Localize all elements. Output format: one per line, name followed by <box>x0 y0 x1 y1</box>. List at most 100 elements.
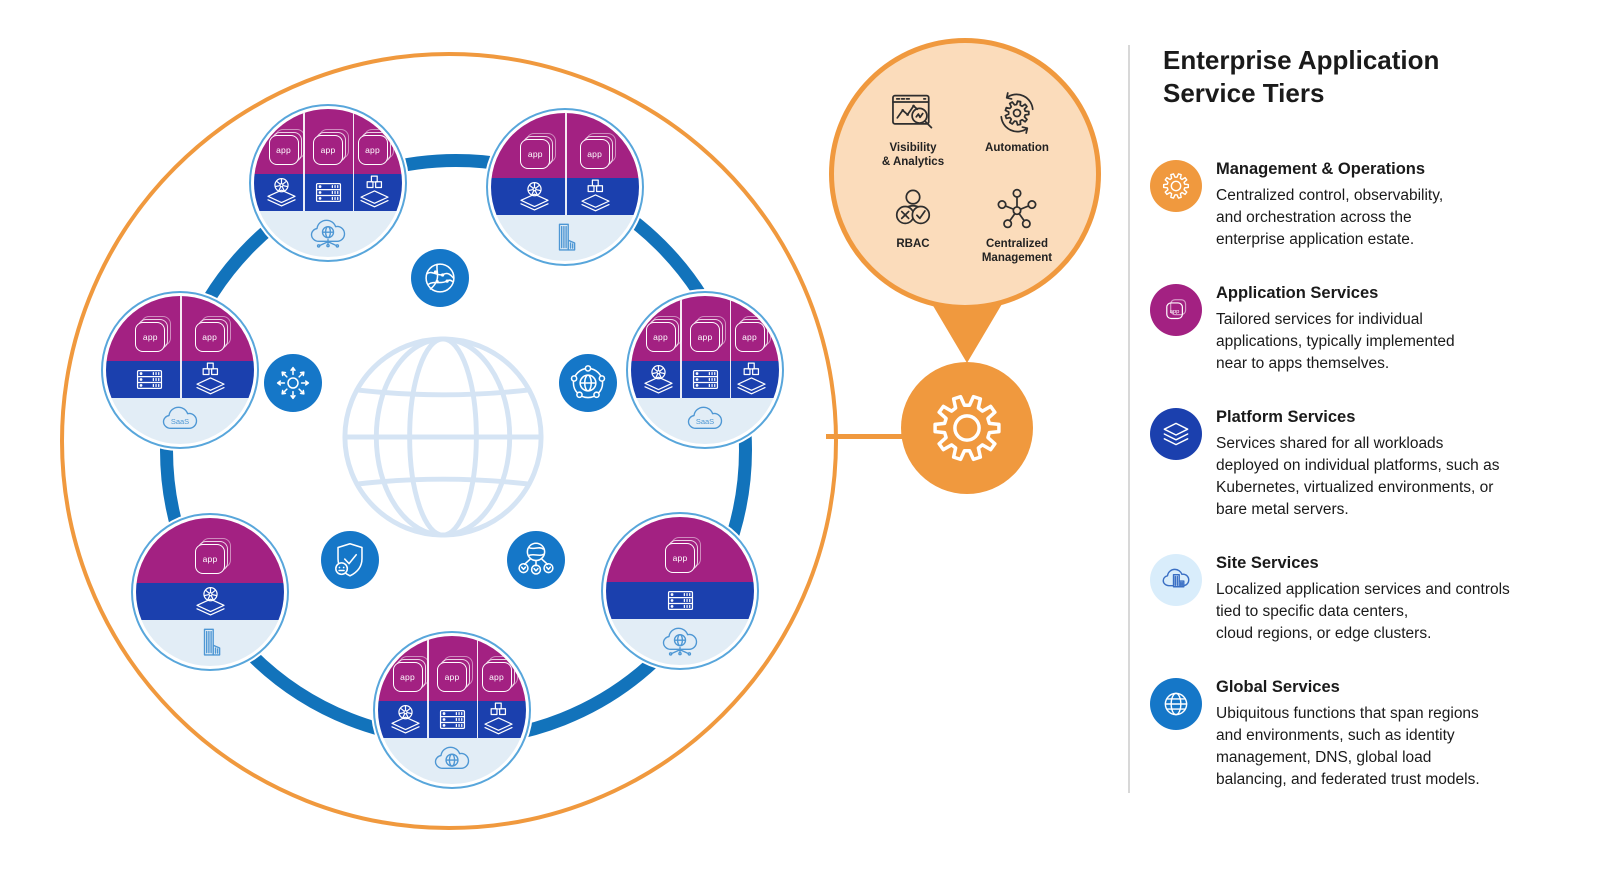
containers-icon <box>577 178 614 215</box>
management-gear-badge <box>901 362 1033 494</box>
gear-icon <box>1150 160 1202 212</box>
app-icon: app <box>313 128 349 165</box>
app-icon: app <box>357 128 394 165</box>
building-icon <box>543 216 587 260</box>
saas-icon: SaaS <box>158 399 202 443</box>
globe-icon <box>1150 678 1202 730</box>
callout-connector-line <box>826 434 906 439</box>
site-tier-band <box>491 215 639 261</box>
site-tier-band <box>606 619 754 665</box>
legend-item-description: Ubiquitous functions that span regions a… <box>1216 705 1480 788</box>
management-boundary-circle <box>60 52 838 830</box>
automation-icon <box>991 87 1043 139</box>
app-icon: app <box>392 655 429 692</box>
containers-icon <box>733 361 770 398</box>
site-tier-band <box>254 211 402 257</box>
layers-icon <box>1150 408 1202 460</box>
app-icon: app <box>645 315 682 352</box>
app-icon: app <box>195 537 231 574</box>
server-icon <box>662 582 699 619</box>
building-icon <box>188 621 232 665</box>
legend-item-title: Site Services <box>1216 554 1319 572</box>
legend-item-description: Centralized control, observability, and … <box>1216 187 1444 248</box>
hub-icon <box>991 183 1043 235</box>
page-title: Enterprise Application Service Tiers <box>1163 45 1440 108</box>
globe-wireframe-icon <box>342 336 544 538</box>
kubernetes-icon <box>387 701 424 738</box>
site-tier-band <box>378 738 526 784</box>
app-icon: app <box>194 315 231 352</box>
legend-item: Management & Operations Centralized cont… <box>1150 160 1590 251</box>
app-icon: app <box>437 655 473 692</box>
site-node-bottom-left: app <box>131 513 289 671</box>
legend-item: Platform Services Services shared for al… <box>1150 408 1590 521</box>
app-icon: app <box>579 132 616 169</box>
legend-item-title: Management & Operations <box>1216 160 1426 178</box>
kubernetes-icon <box>516 178 553 215</box>
cloud-building-icon <box>1150 554 1202 606</box>
app-icon: app <box>1150 284 1202 336</box>
global-network-icon <box>559 354 617 412</box>
kubernetes-icon <box>192 583 229 620</box>
callout-item: Visibility & Analytics <box>864 87 962 175</box>
containers-icon <box>480 701 517 738</box>
distribution-icon <box>507 531 565 589</box>
legend-item-title: Global Services <box>1216 678 1340 696</box>
site-tier-band <box>136 620 284 666</box>
callout-label: Centralized Management <box>981 238 1053 265</box>
legend-item: Site Services Localized application serv… <box>1150 554 1590 645</box>
legend-item-description: Services shared for all workloads deploy… <box>1216 435 1500 518</box>
legend-item-title: Platform Services <box>1216 408 1356 426</box>
app-icon: app <box>481 655 518 692</box>
callout-label: RBAC <box>896 238 930 250</box>
scale-out-icon <box>264 354 322 412</box>
legend-item-description: Localized application services and contr… <box>1216 581 1510 642</box>
legend-item-description: Tailored services for individual applica… <box>1216 311 1455 372</box>
site-tier-band <box>106 398 254 444</box>
app-icon: app <box>268 128 305 165</box>
app-icon: app <box>665 536 701 573</box>
svg-text:app: app <box>1170 309 1180 315</box>
containers-icon <box>356 174 393 211</box>
legend-item: Global Services Ubiquitous functions tha… <box>1150 678 1590 791</box>
analytics-icon <box>887 87 939 139</box>
server-icon <box>687 361 724 398</box>
cloud-globe-icon <box>430 739 474 783</box>
security-shield-icon <box>321 531 379 589</box>
legend-item-title: Application Services <box>1216 284 1379 302</box>
callout-item: Centralized Management <box>968 183 1066 271</box>
site-node-bottom-right: app <box>601 512 759 670</box>
app-icon: app <box>135 315 172 352</box>
legend-item: app Application Services Tailored servic… <box>1150 284 1590 375</box>
server-icon <box>310 174 347 211</box>
rbac-icon <box>887 183 939 235</box>
callout-label: Automation <box>985 142 1049 154</box>
callout-item: Automation <box>968 87 1066 175</box>
site-tier-band <box>631 398 779 444</box>
app-icon: app <box>690 315 726 352</box>
kubernetes-icon <box>640 361 677 398</box>
panel-divider <box>1128 45 1130 793</box>
server-icon <box>434 701 471 738</box>
kubernetes-icon <box>263 174 300 211</box>
callout-item: RBAC <box>864 183 962 271</box>
app-icon: app <box>520 132 557 169</box>
svg-text:SaaS: SaaS <box>171 417 189 426</box>
callout-label: Visibility & Analytics <box>881 142 945 169</box>
saas-icon: SaaS <box>683 399 727 443</box>
app-icon: app <box>734 315 771 352</box>
server-icon <box>131 361 168 398</box>
cloud-network-icon <box>306 212 350 256</box>
platform-tier-band <box>606 582 754 619</box>
containers-icon <box>192 361 229 398</box>
mesh-network-icon <box>411 249 469 307</box>
svg-text:SaaS: SaaS <box>696 417 714 426</box>
